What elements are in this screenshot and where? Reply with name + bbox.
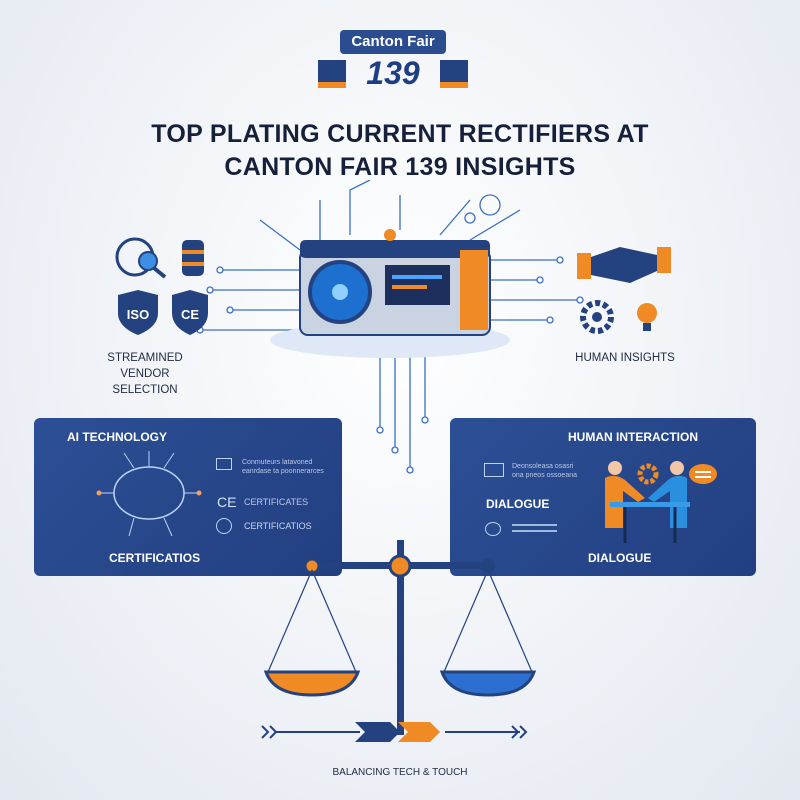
envelope-icon bbox=[484, 463, 504, 477]
circuit-brain-icon bbox=[96, 451, 202, 537]
ai-note: Conmuteurs latavoned eanrdase ta poonner… bbox=[242, 459, 324, 475]
right-caption: HUMAN INSIGHTS bbox=[575, 352, 675, 364]
bottom-caption: BALANCING TECH & TOUCH bbox=[332, 767, 468, 778]
logo-number: 139 bbox=[366, 55, 420, 91]
human-panel-title: HUMAN INTERACTION bbox=[568, 430, 698, 444]
title-line-1: TOP PLATING CURRENT RECTIFIERS AT bbox=[151, 120, 649, 148]
text-lines-icon bbox=[512, 524, 557, 532]
right-icons bbox=[577, 247, 671, 334]
ce-shield-icon bbox=[172, 290, 208, 335]
ai-item-certificates: CERTIFICATES bbox=[244, 497, 309, 507]
human-panel-footer: DIALOGUE bbox=[588, 551, 652, 565]
ai-panel-footer: CERTIFICATIOS bbox=[109, 551, 201, 565]
left-caption: STREAMINED VENDOR SELECTION bbox=[107, 352, 183, 396]
human-note: Deonsoleasa osasri ona pneos ossoeana bbox=[512, 463, 577, 479]
iso-badge-text: ISO bbox=[127, 307, 149, 322]
aperture-icon bbox=[216, 518, 232, 534]
handshake-icon bbox=[577, 253, 591, 279]
iso-shield-icon bbox=[118, 290, 158, 335]
ai-panel-title: AI TECHNOLOGY bbox=[67, 430, 168, 444]
title-line-2: CANTON FAIR 139 INSIGHTS bbox=[224, 153, 576, 181]
logo-wing-left bbox=[318, 60, 346, 88]
balance-scale-icon bbox=[261, 540, 537, 742]
lightbulb-icon bbox=[637, 303, 657, 323]
arrow-left-icon bbox=[261, 725, 278, 739]
ai-item-certifications: CERTIFICATIOS bbox=[244, 521, 312, 531]
circuit-lines bbox=[200, 180, 580, 470]
ai-technology-panel: AI TECHNOLOGY Conmuteurs latavoned eanrd… bbox=[34, 418, 342, 576]
ce-mark-icon: CE bbox=[217, 494, 237, 510]
masks-icon bbox=[485, 522, 501, 536]
human-interaction-panel: HUMAN INTERACTION Deonsoleasa osasri ona… bbox=[450, 418, 756, 576]
rectifier-illustration bbox=[196, 180, 584, 474]
left-icons: ISO CE bbox=[115, 237, 208, 335]
gear-icon bbox=[580, 300, 614, 334]
logo-wing-right bbox=[440, 60, 468, 88]
page-title: TOP PLATING CURRENT RECTIFIERS AT CANTON… bbox=[100, 118, 700, 184]
database-icon bbox=[182, 240, 204, 276]
arrow-right-icon bbox=[511, 725, 528, 739]
people-handshake-icon bbox=[605, 461, 717, 543]
ce-badge-text: CE bbox=[181, 307, 199, 322]
logo-text: Canton Fair bbox=[340, 30, 446, 54]
monitor-icon bbox=[216, 458, 232, 470]
dialogue-label: DIALOGUE bbox=[486, 497, 550, 511]
canton-fair-logo: Canton Fair 139 bbox=[318, 30, 468, 92]
